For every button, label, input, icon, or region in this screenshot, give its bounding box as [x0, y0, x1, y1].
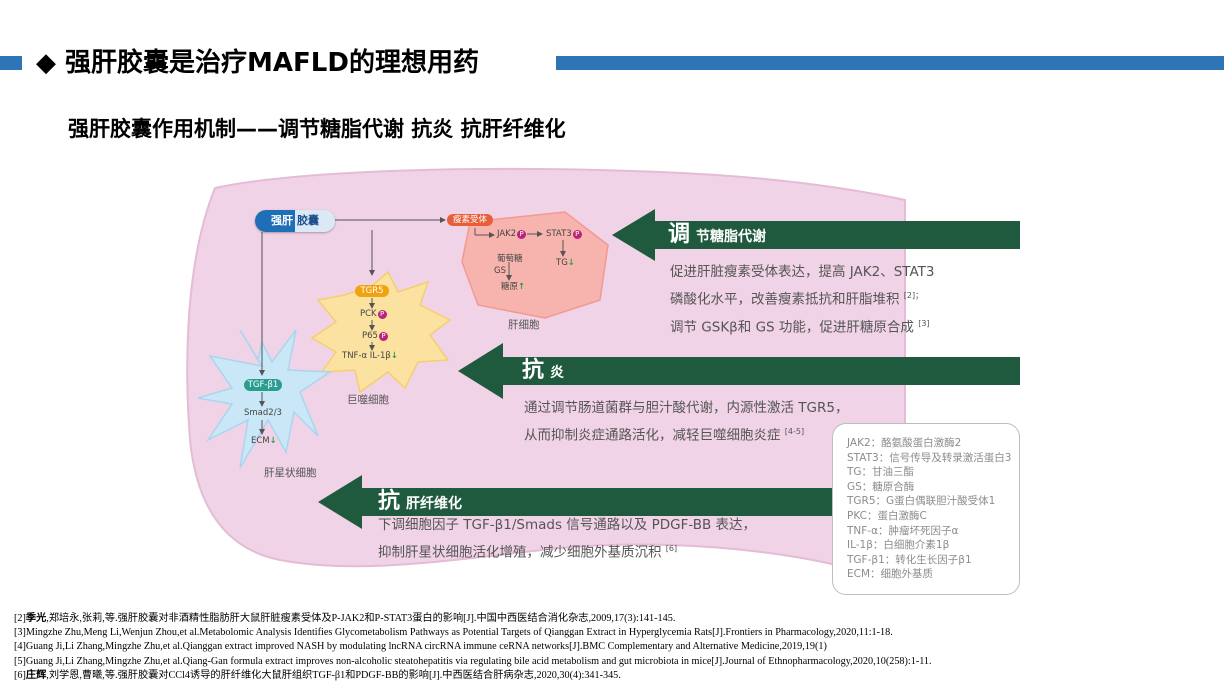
glossary-item: TNF-α：肿瘤坏死因子α [847, 524, 959, 537]
page-title: ◆ 强肝胶囊是治疗MAFLD的理想用药 [36, 48, 479, 78]
glossary-item: PKC：蛋白激酶C [847, 509, 927, 522]
references: [2]季光,郑培永,张莉,等.强肝胶囊对非酒精性脂肪肝大鼠肝脏瘦素受体及P-JA… [14, 612, 1214, 683]
arrow-antiinflammation [458, 343, 1020, 399]
phospho-marker: P [377, 310, 387, 319]
tgr5-pill: TGR5 [355, 285, 389, 297]
mechanism-3-description: 下调细胞因子 TGF-β1/Smads 信号通路以及 PDGF-BB 表达， 抑… [378, 517, 757, 561]
glossary-item: TGR5：G蛋白偶联胆汁酸受体1 [847, 495, 996, 508]
ecm-label: ECM↓ [251, 436, 277, 446]
tg-label: TG↓ [556, 258, 575, 268]
header-accent-bar-left [0, 56, 22, 70]
mechanism-3-title: 抗肝纤维化 [378, 489, 463, 514]
reference-item: [6]庄辉,刘学恩,曹曦,等.强肝胶囊对CCl4诱导的肝纤维化大鼠肝组织TGF-… [14, 669, 621, 681]
hepatocyte-label: 肝细胞 [508, 319, 540, 331]
phospho-marker: P [378, 332, 388, 341]
hepatocyte-shape [461, 211, 609, 319]
phospho-marker: P [572, 230, 582, 239]
page-subtitle: 强肝胶囊作用机制——调节糖脂代谢 抗炎 抗肝纤维化 [68, 117, 566, 141]
reference-item: [5]Guang Ji,Li Zhang,Mingzhe Zhu,et al.Q… [14, 655, 932, 667]
smad-label: Smad2/3 [244, 408, 282, 418]
header-accent-bar-right [556, 56, 1224, 70]
down-arrow-icon: ↓ [390, 351, 398, 361]
glycogen-label: 糖原↑ [501, 282, 526, 292]
mechanism-2-title: 抗炎 [522, 358, 565, 383]
reference-item: [3]Mingzhe Zhu,Meng Li,Wenjun Zhou,et al… [14, 627, 893, 639]
stellate-cell-shape [197, 329, 333, 469]
drug-badge: 强肝 胶囊 [255, 210, 335, 232]
down-arrow-icon: ↓ [269, 436, 277, 446]
up-arrow-icon: ↑ [518, 282, 526, 292]
glossary-item: TG：甘油三酯 [847, 466, 915, 479]
cytokines-label: TNF-α IL-1β↓ [342, 351, 398, 361]
down-arrow-icon: ↓ [567, 258, 575, 268]
arrow-glucolipid [612, 209, 1020, 261]
mechanism-1-description: 促进肝脏瘦素受体表达，提高 JAK2、STAT3 磷酸化水平，改善瘦素抵抗和肝脂… [670, 264, 935, 335]
drug-badge-part2: 胶囊 [295, 210, 335, 232]
leptin-receptor-pill: 瘦素受体 [447, 214, 493, 226]
glossary-box: JAK2：酪氨酸蛋白激酶2 STAT3：信号传导及转录激活蛋白3 TG：甘油三酯… [832, 423, 1020, 595]
glossary-item: JAK2：酪氨酸蛋白激酶2 [847, 437, 962, 449]
glucose-label: 葡萄糖 [497, 254, 523, 264]
glossary-item: GS：糖原合酶 [847, 480, 915, 493]
reference-item: [2]季光,郑培永,张莉,等.强肝胶囊对非酒精性脂肪肝大鼠肝脏瘦素受体及P-JA… [14, 613, 676, 624]
drug-badge-part1: 强肝 [255, 210, 295, 232]
macrophage-label: 巨噬细胞 [347, 394, 389, 406]
reference-item: [4]Guang Ji,Li Zhang,Mingzhe Zhu,et al.Q… [14, 641, 827, 653]
glossary-item: STAT3：信号传导及转录激活蛋白3 [847, 451, 1012, 464]
glossary-item: ECM：细胞外基质 [847, 568, 934, 581]
glossary-item: IL-1β：白细胞介素1β [847, 539, 950, 552]
tgfb1-pill: TGF-β1 [244, 379, 282, 391]
gs-label: GS [494, 266, 506, 276]
phospho-marker: P [517, 230, 527, 239]
glossary-item: TGF-β1：转化生长因子β1 [847, 553, 972, 566]
mechanism-1-title: 调节糖脂代谢 [668, 222, 767, 247]
mechanism-2-description: 通过调节肠道菌群与胆汁酸代谢，内源性激活 TGR5， 从而抑制炎症通路活化，减轻… [524, 400, 849, 444]
stellate-cell-label: 肝星状细胞 [264, 467, 317, 479]
